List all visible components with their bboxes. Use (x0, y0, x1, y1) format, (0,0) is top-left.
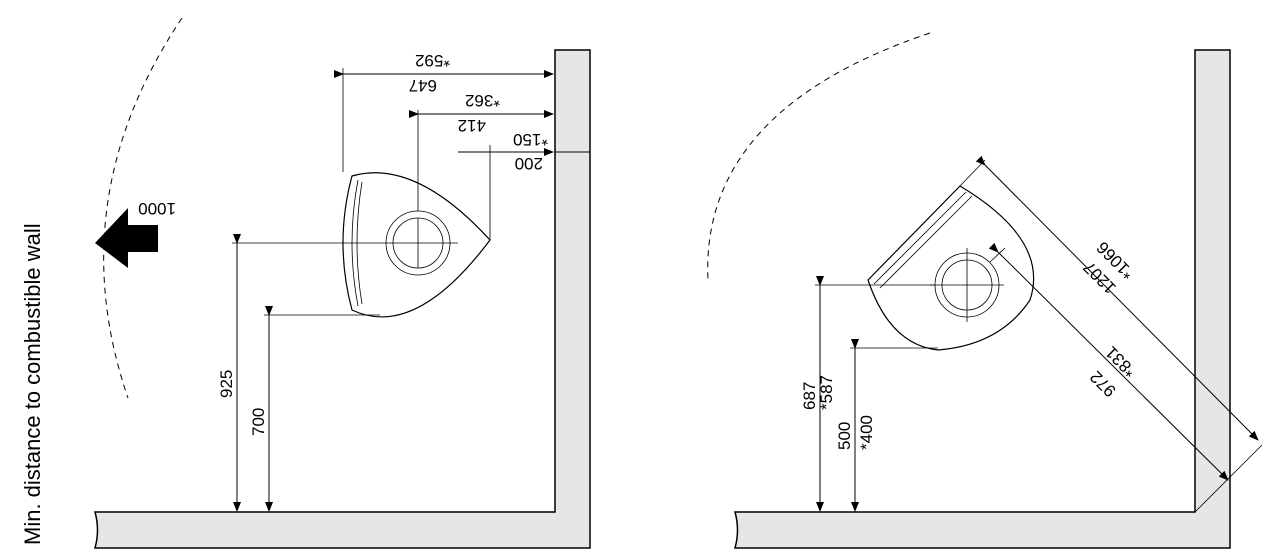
left-label-362: *362 (465, 91, 500, 110)
left-label-592: *592 (415, 51, 450, 70)
left-view: 1000 *592 647 *362 412 *150 200 925 700 (94, 17, 591, 549)
left-wall (94, 49, 591, 549)
right-stove-body (867, 185, 1035, 351)
right-label-687: 687 (800, 382, 819, 410)
right-stove-door (873, 191, 967, 285)
left-label-200: 200 (515, 154, 543, 173)
left-label-150: *150 (513, 130, 548, 149)
right-label-400: *400 (857, 415, 876, 450)
right-view: *1066 1207 *831 972 687 *587 500 *400 (707, 32, 1263, 549)
side-title: Min. distance to combustible wall (20, 223, 45, 545)
right-stove-door-inner (879, 195, 973, 289)
left-clearance-arrow (95, 208, 158, 268)
right-clearance-arc (707, 32, 931, 281)
left-label-647: 647 (409, 76, 437, 95)
right-label-500: 500 (835, 422, 854, 450)
right-dim-line-972 (988, 242, 1229, 481)
right-label-972: 972 (1086, 367, 1119, 400)
right-wall (734, 49, 1231, 549)
left-label-925: 925 (217, 370, 236, 398)
left-arrow-label: 1000 (138, 199, 176, 218)
left-label-412: 412 (458, 116, 486, 135)
left-clearance-arc (103, 17, 183, 399)
right-ext-1207a (959, 159, 986, 187)
left-stove-body (342, 172, 491, 318)
left-label-700: 700 (249, 408, 268, 436)
right-label-587: *587 (817, 375, 836, 410)
